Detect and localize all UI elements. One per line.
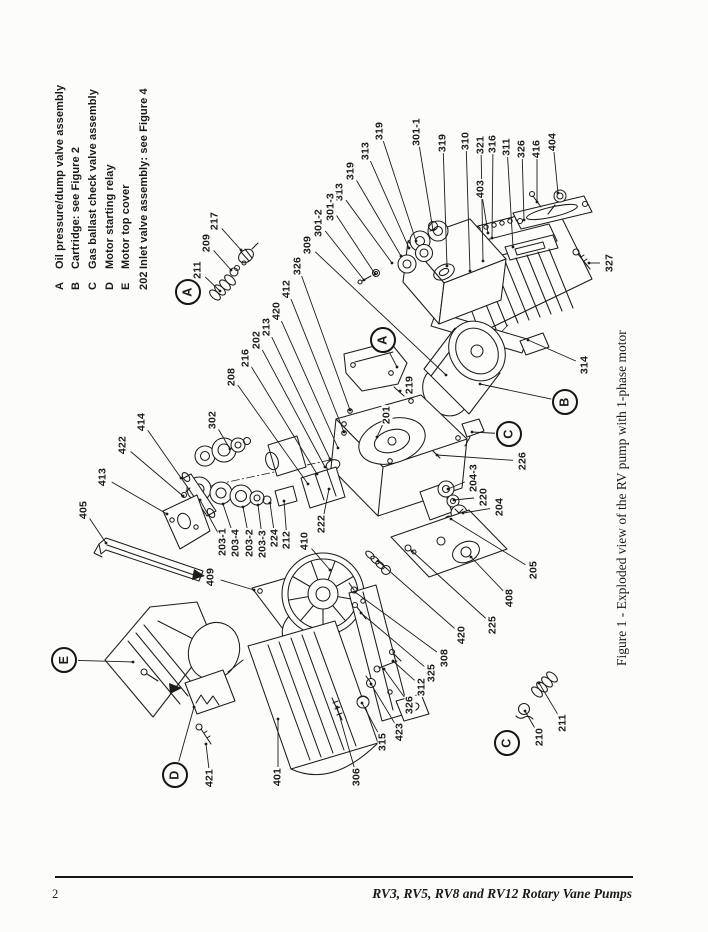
callout-213: 213 (260, 316, 273, 338)
callout-319: 319 (373, 120, 386, 142)
legend-item-B: BCartridge: see Figure 2 (70, 146, 82, 290)
callout-201: 201 (380, 404, 393, 426)
callout-408: 408 (503, 587, 516, 609)
callout-211: 211 (191, 260, 204, 280)
callout-404: 404 (546, 131, 559, 153)
callout-326: 326 (291, 255, 304, 277)
legend-item-202: 202Inlet valve assembly: see Figure 4 (138, 88, 150, 290)
callout-409: 409 (204, 566, 217, 588)
letter-callout-C: C (496, 421, 522, 447)
callout-310: 310 (459, 130, 472, 152)
callout-301-2: 301-2 (312, 208, 325, 238)
legend-item-C: CGas ballast check valve assembly (87, 89, 99, 290)
letter-callout-C: C (494, 730, 520, 756)
callout-202: 202 (250, 329, 263, 351)
callout-413: 413 (96, 466, 109, 488)
callout-327: 327 (603, 252, 616, 274)
legend-item-D: DMotor starting relay (104, 164, 116, 290)
callout-225: 225 (486, 614, 499, 636)
footer-rule (55, 876, 633, 878)
callout-421: 421 (203, 767, 216, 789)
callout-410: 410 (298, 530, 311, 552)
callout-401: 401 (271, 766, 284, 788)
callout-420: 420 (270, 300, 283, 322)
oil-box-drawing (357, 218, 507, 325)
callout-224: 224 (268, 527, 281, 549)
callout-203-2: 203-2 (243, 528, 256, 558)
terminal-cover-drawing (512, 189, 593, 270)
callout-219: 219 (403, 374, 416, 396)
callout-315: 315 (376, 731, 389, 753)
callout-203-4: 203-4 (229, 528, 242, 558)
callout-217: 217 (208, 210, 221, 232)
callout-302: 302 (206, 409, 219, 431)
callout-311: 311 (500, 137, 513, 157)
callout-203-3: 203-3 (256, 529, 269, 559)
callout-306: 306 (350, 766, 363, 788)
page-number: 2 (52, 887, 59, 901)
pump-body-drawing (322, 394, 468, 517)
callout-414: 414 (135, 411, 148, 433)
callout-209: 209 (200, 232, 213, 254)
callout-403: 403 (474, 178, 487, 200)
callout-222: 222 (315, 513, 328, 535)
cartridge-drawing (415, 320, 506, 459)
callout-412: 412 (280, 278, 293, 300)
callout-211: 211 (556, 713, 569, 733)
legend-item-E: EMotor top cover (120, 184, 132, 290)
callout-313: 313 (359, 140, 372, 162)
letter-callout-B: B (552, 389, 578, 415)
callout-208: 208 (225, 366, 238, 388)
callout-326: 326 (515, 138, 528, 160)
callout-301-3: 301-3 (324, 192, 337, 222)
callout-319: 319 (344, 160, 357, 182)
letter-callout-E: E (51, 647, 77, 673)
callout-422: 422 (116, 434, 129, 456)
letter-callout-D: D (162, 762, 188, 788)
callout-319: 319 (436, 132, 449, 154)
callout-420: 420 (455, 624, 468, 646)
pump-unit-drawing (169, 552, 430, 776)
letter-callout-A: A (370, 327, 396, 353)
callout-203-1: 203-1 (216, 527, 229, 557)
cover-plate-drawing (390, 509, 508, 578)
callout-204: 204 (493, 496, 506, 518)
callout-210: 210 (533, 726, 546, 748)
callout-216: 216 (239, 347, 252, 369)
callout-405: 405 (77, 499, 90, 521)
callout-212: 212 (280, 529, 293, 551)
letter-callout-A: A (175, 279, 201, 305)
callout-205: 205 (527, 559, 540, 581)
side-bracket-drawing (93, 472, 217, 582)
callout-316: 316 (486, 133, 499, 155)
callout-326: 326 (403, 694, 416, 716)
callout-325: 325 (425, 662, 438, 684)
callout-314: 314 (578, 354, 591, 376)
footer-title: RV3, RV5, RV8 and RV12 Rotary Vane Pumps (372, 886, 632, 901)
callout-226: 226 (516, 450, 529, 472)
figure-caption: Figure 1 - Exploded view of the RV pump … (614, 330, 629, 666)
callout-309: 309 (301, 234, 314, 256)
callout-416: 416 (530, 138, 543, 160)
legend-item-A: AOil pressure/dump valve assembly (54, 84, 66, 290)
callout-220: 220 (477, 486, 490, 508)
callout-308: 308 (438, 647, 451, 669)
callout-301-1: 301-1 (410, 117, 423, 147)
callout-321: 321 (474, 134, 487, 156)
callout-423: 423 (393, 721, 406, 743)
